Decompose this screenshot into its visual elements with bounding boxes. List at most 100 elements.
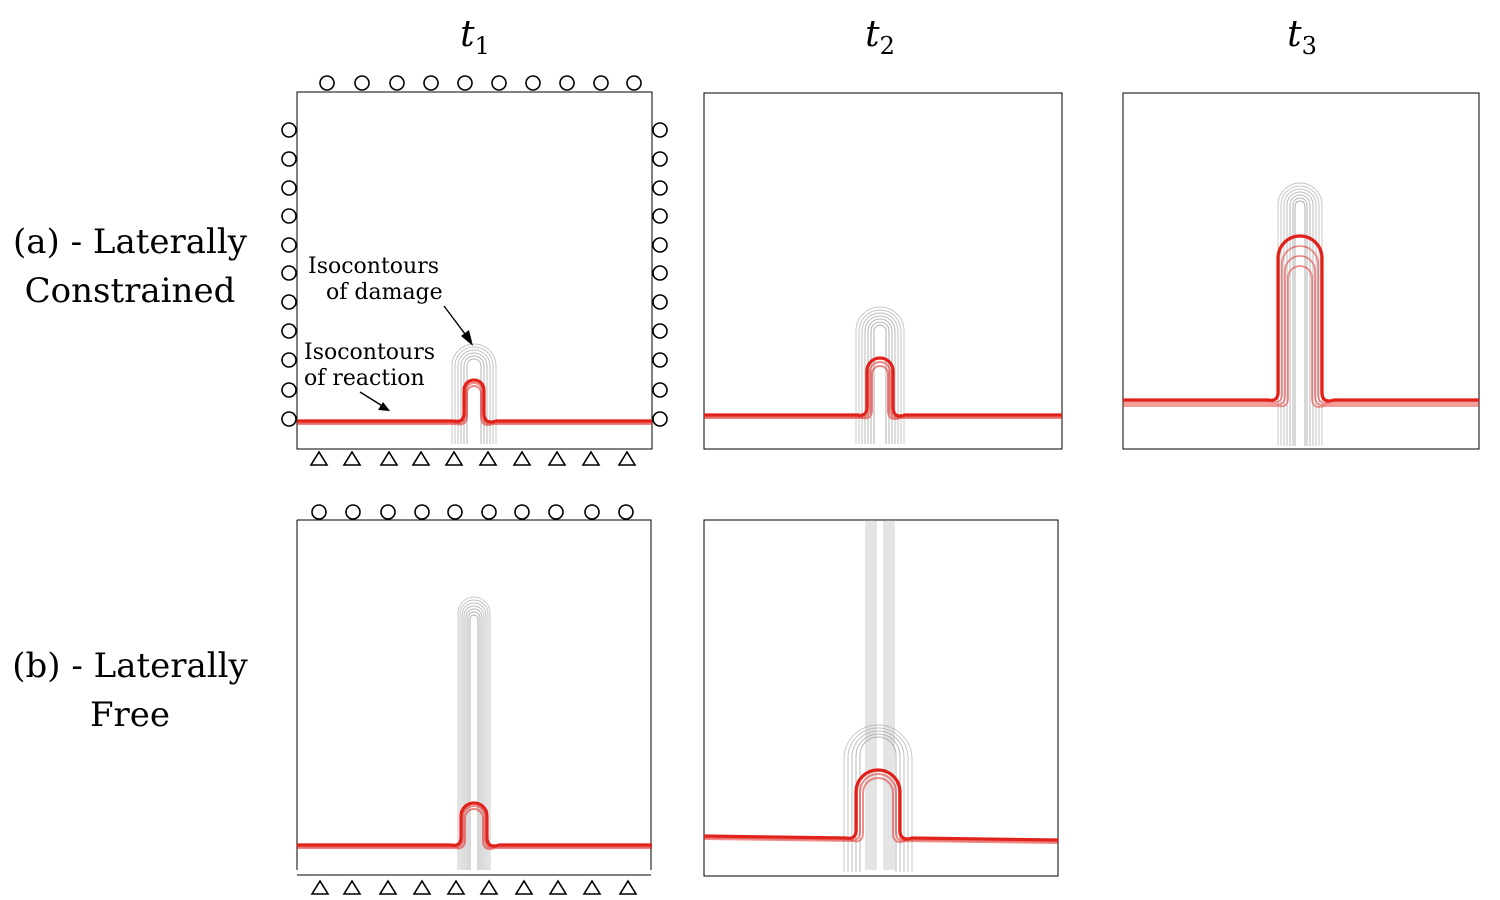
annotation-damage-line2: of damage [326,280,443,306]
pin-support-bottom [378,879,398,895]
roller-support-left [281,323,297,339]
panel-b-t2 [703,519,1059,877]
roller-support-right [652,151,668,167]
roller-support-left [281,382,297,398]
column-heading-subscript: 1 [474,32,490,61]
damage-isocontour [875,520,885,870]
reaction-isocontour [1123,265,1479,408]
damage-isocontour [463,355,485,444]
roller-support-top [481,504,497,520]
pin-support-bottom [310,879,330,895]
pin-support-bottom [514,879,534,895]
reaction-isocontour [703,777,1059,844]
column-heading-symbol: t [865,14,880,55]
damage-isocontour [870,321,890,444]
damage-isocontour [466,358,482,444]
roller-support-left [281,151,297,167]
damage-isocontour [459,599,489,870]
reaction-isocontour [704,361,1062,419]
row-label-line1: (a) - Laterally [12,222,247,262]
annotation-reaction-line2: of reaction [304,366,425,392]
pin-support-bottom [618,879,638,895]
roller-support-left [281,411,297,427]
panel-frame [296,91,653,450]
roller-support-left [281,122,297,138]
roller-support-top [380,504,396,520]
roller-support-left [281,237,297,253]
column-heading-t1: t1 [435,14,515,60]
pin-support-bottom [342,879,362,895]
panel-frame [1122,92,1480,450]
damage-isocontour [461,602,487,870]
damage-isocontour [1289,194,1311,446]
roller-support-top [559,75,575,91]
pin-support-bottom [547,450,567,466]
reaction-front [297,801,652,848]
column-heading-subscript: 2 [879,32,895,61]
roller-support-right [652,237,668,253]
roller-support-left [281,180,297,196]
pin-support-bottom [512,450,532,466]
roller-support-top [311,504,327,520]
roller-support-left [281,352,297,368]
damage-isocontour [1283,188,1317,446]
pin-support-bottom [412,879,432,895]
roller-support-top [514,504,530,520]
roller-support-top [548,504,564,520]
pin-support-bottom [342,450,362,466]
panel-a-t3 [1122,92,1480,450]
damage-isocontour [843,724,913,872]
damage-isocontour [469,614,479,870]
pin-support-bottom [478,450,498,466]
reaction-front [1123,234,1479,403]
reaction-isocontour [297,382,652,425]
reaction-arrowhead [378,402,390,411]
roller-support-right [652,208,668,224]
roller-support-top [593,75,609,91]
pin-support-bottom [479,879,499,895]
roller-support-right [652,323,668,339]
roller-support-top [414,504,430,520]
reaction-front [703,768,1059,842]
reaction-isocontour [297,385,652,426]
damage-isocontour [855,306,905,444]
damage-isocontour [1292,197,1308,446]
panel-a-t1 [281,75,668,466]
pin-support-bottom [548,879,568,895]
roller-support-top [389,75,405,91]
damage-isocontour [869,520,891,870]
damage-isocontour [867,318,893,444]
row-label-line2: Free [89,695,171,736]
pin-support-bottom [617,450,637,466]
reaction-isocontour [1123,245,1479,404]
roller-support-right [652,411,668,427]
damage-isocontour [463,605,485,870]
damage-isocontour [873,324,887,444]
panel-frame [703,92,1063,450]
pin-support-bottom [411,450,431,466]
column-heading-subscript: 3 [1301,32,1317,61]
damage-isocontour [851,730,905,872]
roller-support-right [652,352,668,368]
column-heading-symbol: t [460,14,475,55]
panel-b-t1 [296,504,652,895]
roller-support-left [281,265,297,281]
panel-frame [296,519,652,876]
damage-isocontour [457,349,491,444]
roller-support-top [457,75,473,91]
damage-isocontour [1294,200,1306,446]
damage-isocontour [454,346,494,444]
damage-isocontour [873,520,887,870]
roller-support-top [491,75,507,91]
roller-support-top [423,75,439,91]
roller-support-right [652,294,668,310]
column-heading-symbol: t [1287,14,1302,55]
annotation-damage: Isocontours of damage [308,254,443,307]
reaction-isocontour [297,805,652,849]
reaction-isocontour [703,773,1059,843]
damage-isocontour [861,312,899,444]
annotation-damage-line1: Isocontours [308,254,440,279]
row-label-laterally-free: (b) - Laterally Free [0,642,265,741]
row-label-line2: Constrained [24,271,236,312]
pin-support-bottom [379,450,399,466]
